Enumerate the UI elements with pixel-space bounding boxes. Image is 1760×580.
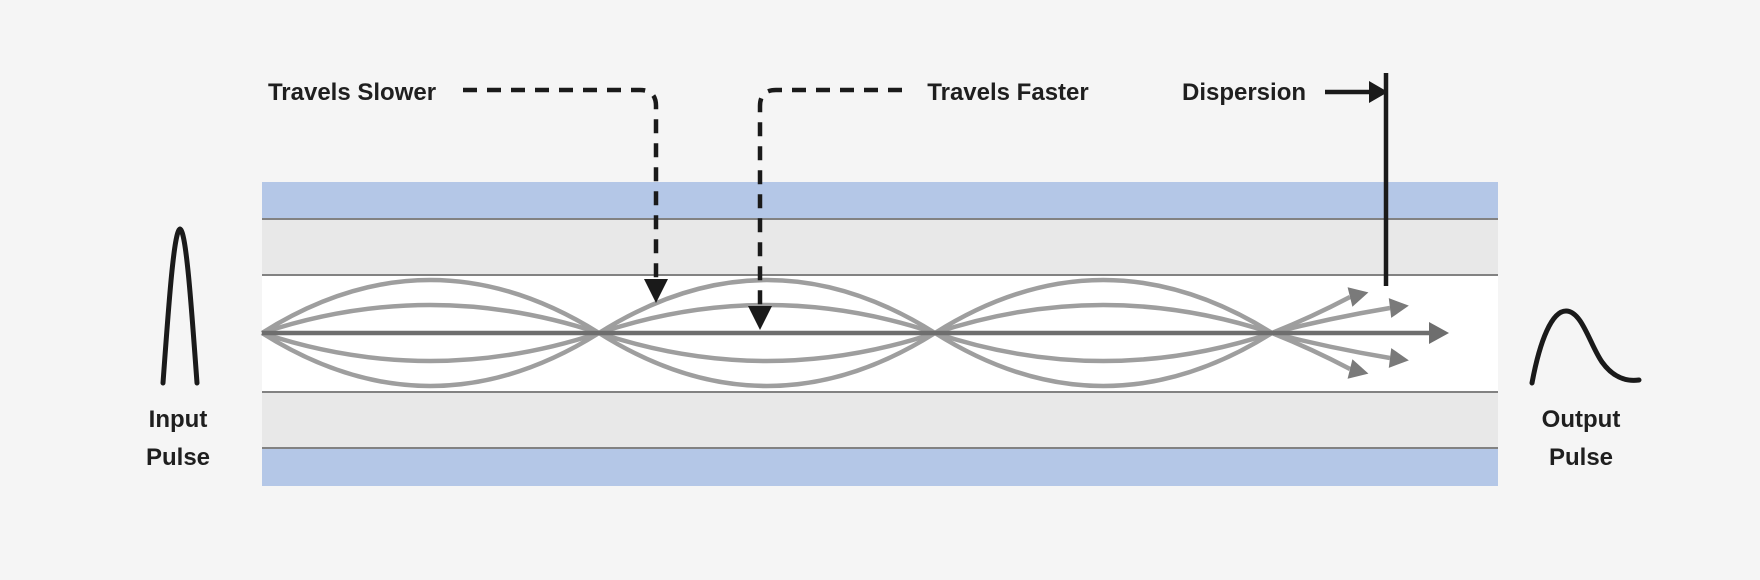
travels-slower-dashed-arrow: [463, 87, 659, 279]
outer-cladding-top-band: [262, 182, 1498, 219]
inner-cladding-bottom-band: [262, 392, 1498, 448]
output-pulse-label-line1: Output: [1542, 406, 1621, 433]
mode-rays: [260, 277, 1449, 389]
down-arrowhead-icon: [748, 306, 772, 330]
travels-faster-label: Travels Faster: [927, 79, 1088, 106]
input-pulse-curve: [160, 226, 200, 386]
outer-cladding-bottom-band: [262, 448, 1498, 486]
ray-arrowhead: [1388, 348, 1409, 368]
travels-slower-annotation: Travels Slower: [268, 79, 668, 303]
dispersion-annotation: Dispersion: [1182, 73, 1389, 286]
output-pulse-label-line2: Pulse: [1549, 444, 1613, 471]
axial-ray-arrowhead: [1429, 322, 1449, 344]
input-pulse: Input Pulse: [146, 226, 210, 471]
input-pulse-label-line2: Pulse: [146, 444, 210, 471]
ray-arrowhead: [1388, 298, 1409, 318]
ray-arrowhead: [1347, 287, 1369, 307]
travels-faster-dashed-arrow: [757, 87, 902, 306]
travels-slower-label: Travels Slower: [268, 79, 436, 106]
input-pulse-label-line1: Input: [149, 406, 208, 433]
down-arrowhead-icon: [644, 279, 668, 303]
dispersion-label: Dispersion: [1182, 79, 1306, 106]
travels-faster-annotation: Travels Faster: [748, 79, 1089, 330]
output-pulse: Output Pulse: [1529, 308, 1642, 471]
right-arrowhead-icon: [1369, 81, 1388, 103]
ray-arrowhead: [1347, 359, 1369, 379]
output-pulse-curve: [1529, 308, 1642, 386]
inner-cladding-top-band: [262, 219, 1498, 275]
